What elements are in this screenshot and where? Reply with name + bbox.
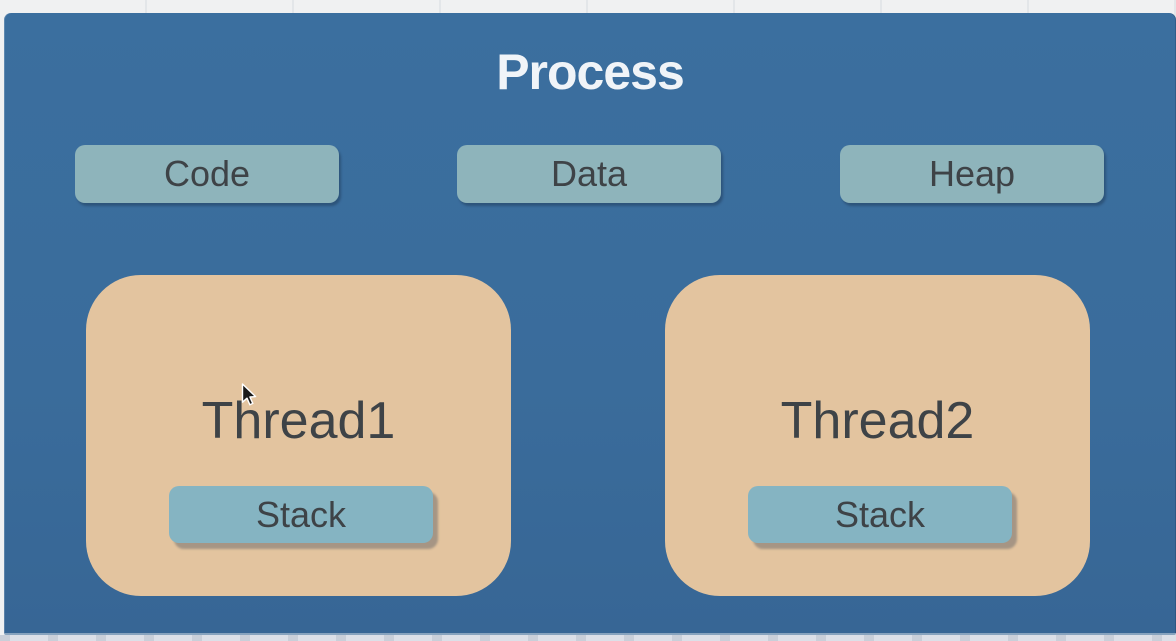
thread1-box: Thread1 Stack — [86, 275, 511, 596]
thread2-box: Thread2 Stack — [665, 275, 1090, 596]
thread2-label: Thread2 — [780, 392, 975, 450]
thread1-stack-box: Stack — [169, 486, 433, 543]
thread1-label: Thread1 — [201, 392, 396, 450]
process-title: Process — [496, 44, 685, 100]
data-segment-label: Data — [550, 153, 628, 194]
thread2-stack-box: Stack — [748, 486, 1012, 543]
page-bottom-strip — [0, 635, 1176, 641]
process-container: Process Code Data Heap Thread1 Stack Thr… — [4, 13, 1176, 635]
heap-segment-box: Heap — [840, 145, 1104, 203]
heap-segment-label: Heap — [928, 153, 1016, 194]
thread1-stack-label: Stack — [255, 493, 347, 535]
thread2-stack-label: Stack — [834, 493, 926, 535]
code-segment-box: Code — [75, 145, 339, 203]
data-segment-box: Data — [457, 145, 721, 203]
code-segment-label: Code — [163, 153, 251, 194]
